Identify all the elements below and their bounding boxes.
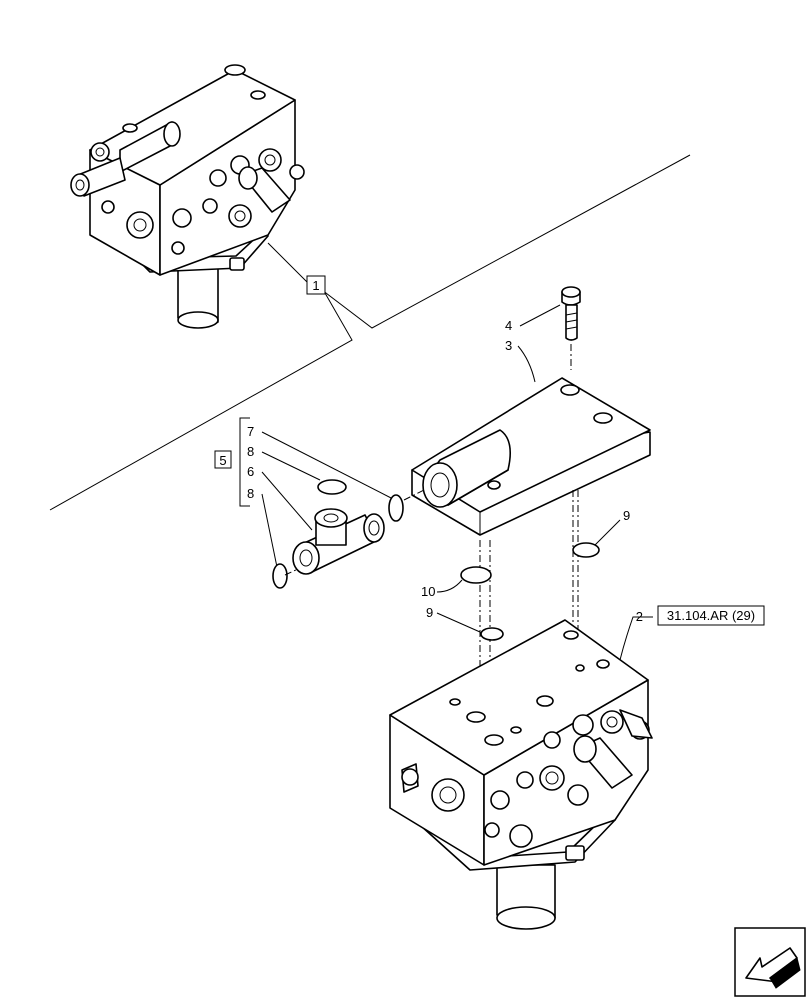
o-ring-8-upper [317,479,347,495]
o-ring-9-left [480,627,504,641]
callout-3: 3 [505,338,512,353]
o-ring-7 [388,494,404,522]
back-arrow-icon[interactable] [734,927,806,997]
o-ring-8-lower [272,563,288,589]
bolt [561,286,581,341]
callout-4: 4 [505,318,512,333]
tee-fitting [292,508,385,575]
callout-5: 5 [219,453,226,468]
callout-8a: 8 [247,444,254,459]
callout-7: 7 [247,424,254,439]
callout-2: 2 [636,609,643,624]
valve-body-lower [389,619,653,930]
callout-10: 10 [421,584,435,599]
callout-1: 1 [312,278,319,293]
o-ring-9-right [572,542,600,558]
valve-assembly-top [70,64,305,329]
callout-8b: 8 [247,486,254,501]
o-ring-10 [460,566,492,584]
reference-link[interactable]: 31.104.AR (29) [667,608,755,623]
callout-6: 6 [247,464,254,479]
callout-9a: 9 [623,508,630,523]
callout-9b: 9 [426,605,433,620]
cover-plate [411,377,651,536]
